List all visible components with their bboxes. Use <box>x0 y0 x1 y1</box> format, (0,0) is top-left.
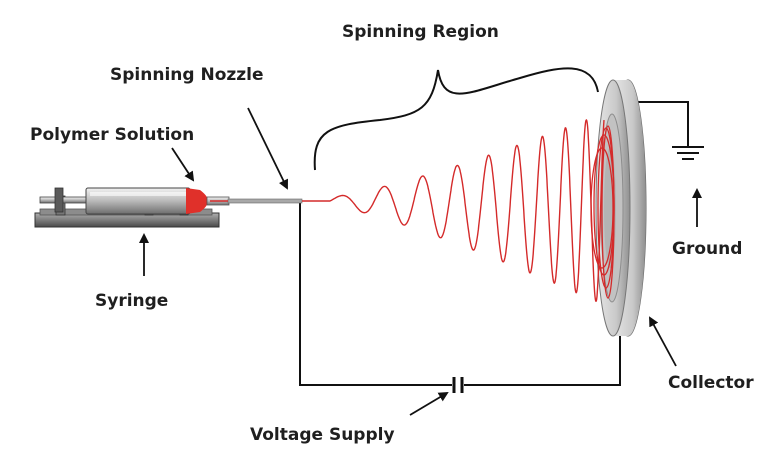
circuit-wiring <box>299 101 689 386</box>
label-polymer-solution: Polymer Solution <box>30 125 194 145</box>
wire-supply-to-collector <box>464 336 621 386</box>
label-voltage-supply: Voltage Supply <box>250 425 395 445</box>
deposited-fiber-coil <box>590 125 615 299</box>
polymer-jet-whip <box>302 119 605 302</box>
label-collector: Collector <box>668 373 754 393</box>
syringe-assembly <box>34 187 303 228</box>
label-syringe: Syringe <box>95 291 168 311</box>
ground-icon <box>672 146 704 160</box>
label-ground: Ground <box>672 239 742 259</box>
collector-plate <box>595 79 647 337</box>
label-spinning-region: Spinning Region <box>342 22 499 42</box>
wire-collector-to-ground <box>628 101 689 146</box>
spinning-nozzle-needle <box>227 198 303 204</box>
voltage-supply-symbol <box>452 377 464 393</box>
spinning-nozzle-arrow <box>247 107 288 190</box>
polymer-solution-arrow <box>171 147 195 182</box>
label-spinning-nozzle: Spinning Nozzle <box>110 65 264 85</box>
collector-arrow <box>649 316 677 367</box>
spinning-region-brace <box>313 67 599 171</box>
polymer-solution-fill <box>186 188 208 214</box>
wire-nozzle-to-supply <box>299 203 452 386</box>
syringe-barrel <box>85 187 191 215</box>
voltage-supply-arrow <box>409 391 449 416</box>
